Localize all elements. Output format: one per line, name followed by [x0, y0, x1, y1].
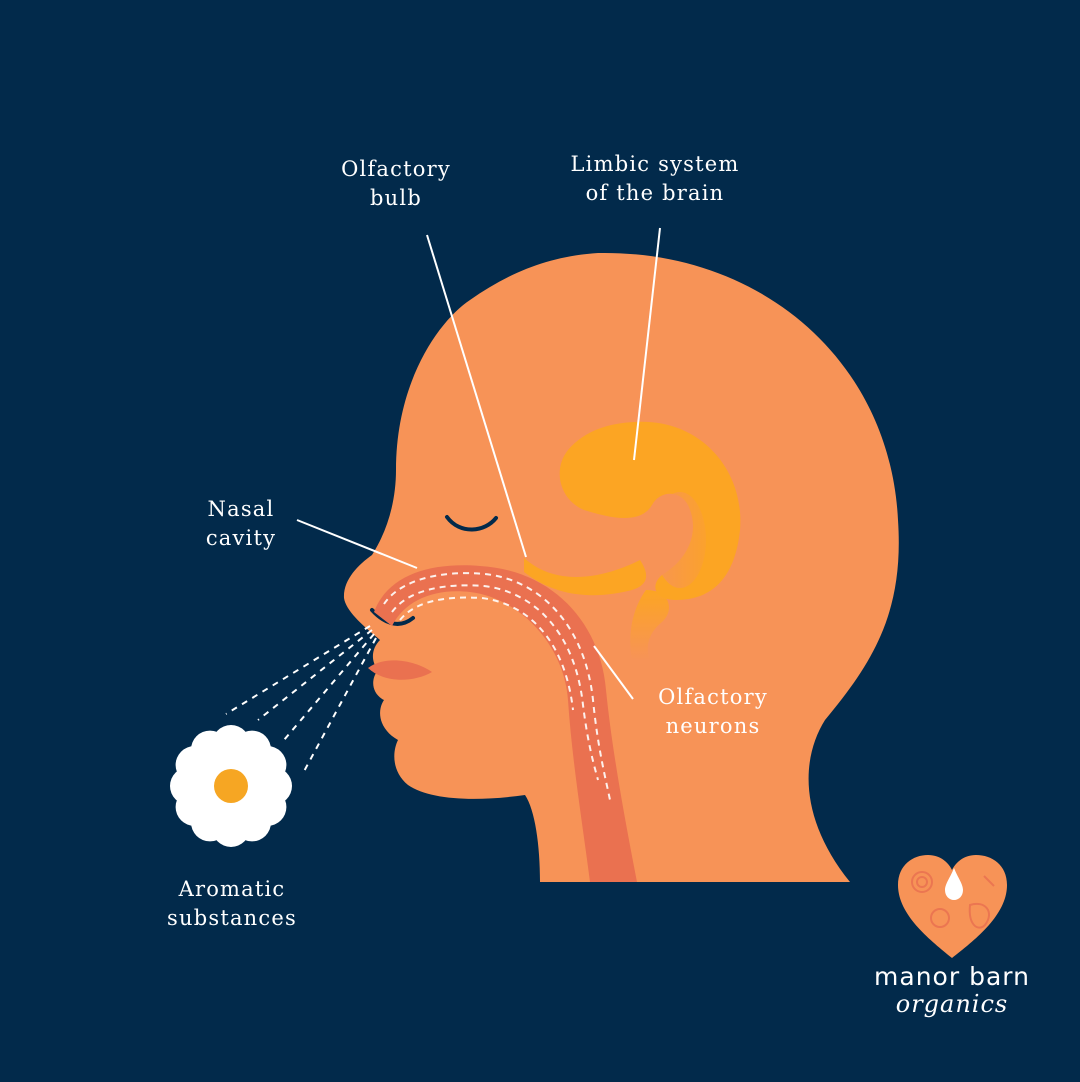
olfactory-bulb-label-line-2: bulb [370, 186, 422, 210]
nasal-cavity-pointer [296, 519, 418, 569]
aromatic-substances-label-line-1: Aromatic [178, 877, 286, 901]
brand-heart-logo [898, 855, 1007, 958]
aromatic-substances-label-line-2: substances [167, 906, 297, 930]
limbic-inner-lobe [654, 492, 706, 588]
nasal-cavity-label-line-1: Nasal [207, 497, 275, 521]
olfactory-bulb-label-line-1: Olfactory [341, 157, 451, 181]
olfactory-neurons-label-line-2: neurons [665, 714, 761, 738]
label-pointer-lines [296, 227, 661, 700]
nasal-cavity-label: Nasal cavity [188, 495, 294, 553]
nasal-passage [374, 565, 637, 882]
nasal-cavity-label-line-2: cavity [205, 526, 277, 550]
olfactory-neurons-label-line-1: Olfactory [658, 685, 768, 709]
olfactory-neurons-label: Olfactory neurons [634, 683, 792, 741]
aroma-dashes [225, 625, 377, 776]
olfactory-neuron-dashes [383, 572, 611, 801]
limbic-system-label-line-2: of the brain [585, 181, 725, 205]
limbic-system-pointer [633, 227, 661, 461]
aromatic-substances-label: Aromatic substances [146, 875, 318, 933]
daisy-center [214, 769, 248, 803]
brain-stem [630, 590, 669, 660]
lips [368, 660, 432, 680]
brand-subtitle: organics [895, 990, 1009, 1018]
closed-eye [445, 515, 498, 532]
olfactory-tract [524, 558, 647, 596]
olfactory-bulb-label: Olfactory bulb [318, 155, 474, 213]
daisy-flower [170, 725, 292, 847]
head-silhouette [343, 252, 899, 882]
olfactory-bulb-pointer [426, 234, 527, 558]
limbic-system-label: Limbic system of the brain [548, 150, 762, 208]
brand-name: manor barn [874, 962, 1030, 991]
olfactory-neurons-pointer [593, 645, 634, 700]
limbic-system-label-line-1: Limbic system [570, 152, 740, 176]
